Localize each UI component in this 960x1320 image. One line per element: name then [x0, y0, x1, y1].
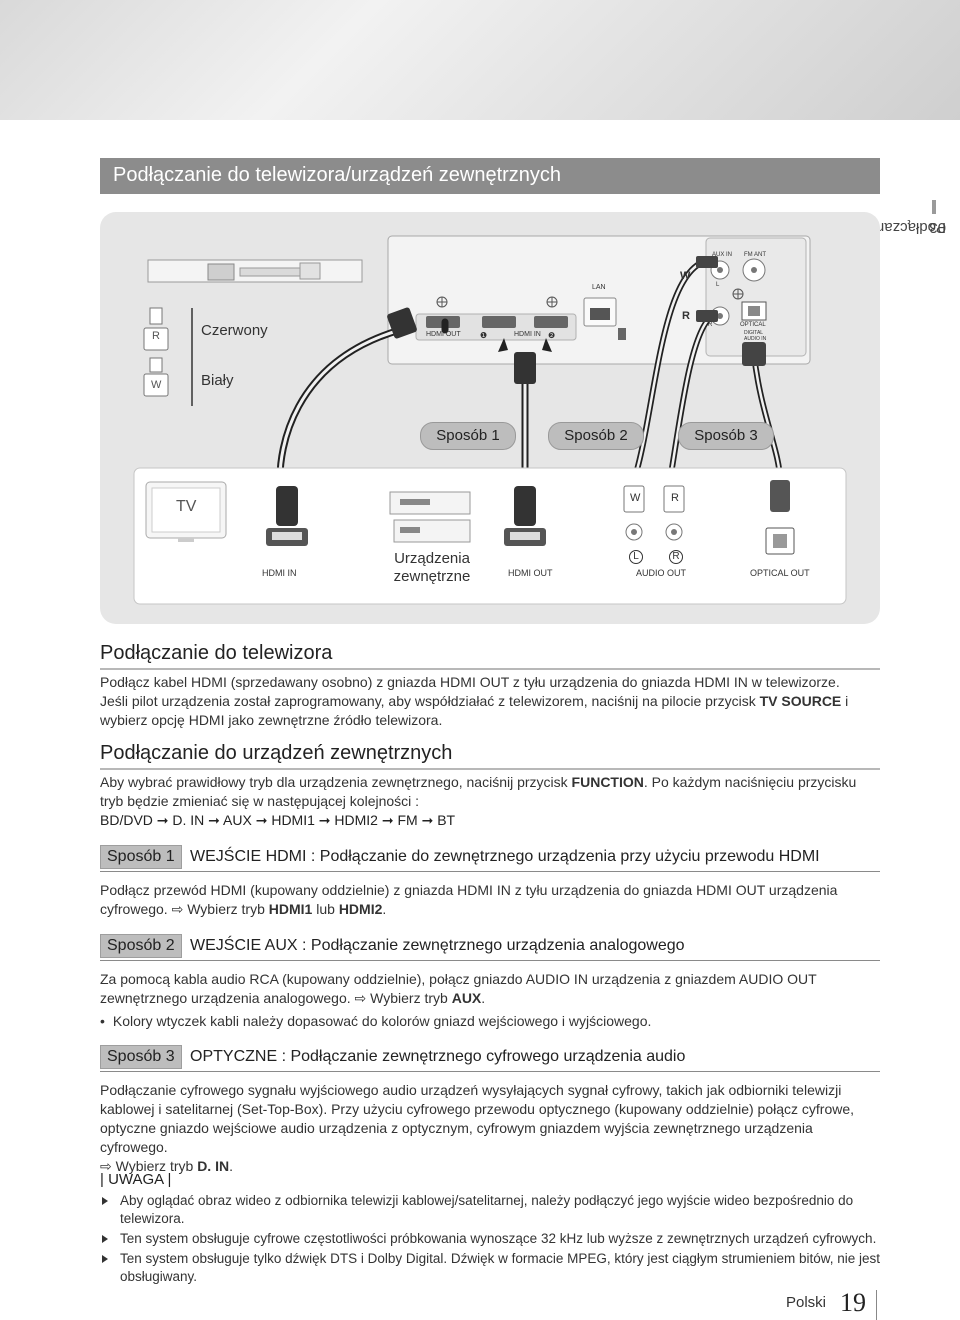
- external-device-icon: [389, 491, 471, 543]
- method-tab-1: Sposób 1: [420, 422, 516, 450]
- section-rule-tv: [100, 668, 880, 670]
- mode-sequence: BD/DVD ➞ D. IN ➞ AUX ➞ HDMI1 ➞ HDMI2 ➞ F…: [100, 812, 456, 828]
- rca-w-label: W: [630, 492, 641, 504]
- method-2-bullet: •Kolory wtyczek kabli należy dopasować d…: [100, 1013, 652, 1029]
- method-1-title: WEJŚCIE HDMI : Podłączanie do zewnętrzne…: [190, 848, 820, 865]
- red-plug-label: R: [152, 330, 160, 342]
- note-bullet-icon: [102, 1235, 108, 1243]
- optical-label: OPTICAL: [740, 322, 766, 328]
- note-item: Aby oglądać obraz wideo z odbiornika tel…: [100, 1192, 880, 1228]
- header-band: [0, 0, 960, 120]
- tv-icon: [145, 481, 227, 542]
- rca-r-label: R: [671, 492, 679, 504]
- aux-l-label: L: [716, 282, 720, 288]
- red-cable-label: Czerwony: [201, 322, 268, 339]
- method-1-text: Podłącz przewód HDMI (kupowany oddzielni…: [100, 882, 838, 917]
- section-heading-external: Podłączanie do urządzeń zewnętrznych: [100, 742, 453, 764]
- hdmi-out-label: HDMI OUT: [426, 331, 461, 338]
- hdmi-in-2-port: [534, 316, 568, 328]
- arrow-icon: ⇨: [100, 1158, 112, 1174]
- note-list: Aby oglądać obraz wideo z odbiornika tel…: [100, 1192, 880, 1286]
- tv-hdmi-plug-icon: [266, 486, 308, 546]
- note-bullet-icon: [102, 1255, 108, 1263]
- bullet-icon: •: [100, 1013, 105, 1029]
- method-1-badge: Sposób 1: [100, 845, 182, 869]
- note-item: Ten system obsługuje cyfrowe częstotliwo…: [100, 1230, 880, 1248]
- method-3-rule: [100, 1071, 880, 1072]
- method-3-text: Podłączanie cyfrowego sygnału wyjścioweg…: [100, 1082, 855, 1174]
- external-device-label: Urządzenia zewnętrzne: [393, 550, 471, 585]
- tv-paragraph-1: Podłącz kabel HDMI (sprzedawany osobno) …: [100, 674, 840, 690]
- sources-panel: [133, 467, 847, 605]
- page-title-bar: Podłączanie do telewizora/urządzeń zewnę…: [100, 158, 880, 194]
- jack-r-label: R: [669, 550, 683, 564]
- section-rule-external: [100, 768, 880, 770]
- arrow-icon: ⇨: [354, 990, 367, 1006]
- note-item: Ten system obsługuje tylko dźwięk DTS i …: [100, 1250, 880, 1286]
- method-tab-2: Sposób 2: [548, 422, 644, 450]
- page-title: Podłączanie do telewizora/urządzeń zewnę…: [113, 164, 562, 186]
- rca-plugs-icon: [623, 485, 685, 541]
- page-number: 19: [840, 1288, 866, 1317]
- optical-plug-icon: [765, 480, 795, 555]
- hdmi-in-1-label: ❶: [480, 331, 488, 340]
- method-2-title: WEJŚCIE AUX : Podłączanie zewnętrznego u…: [190, 937, 685, 954]
- white-cable-label: Biały: [201, 372, 234, 389]
- method-tab-3: Sposób 3: [678, 422, 774, 450]
- aux-w-label: W: [680, 270, 691, 282]
- fm-ant-label: FM ANT: [744, 252, 766, 258]
- section-heading-tv: Podłączanie do telewizora: [100, 642, 333, 664]
- white-plug-label: W: [151, 379, 162, 391]
- hdmi-in-2-label: ❷: [548, 331, 556, 340]
- digital-audio-in-label: DIGITAL AUDIO IN: [744, 330, 767, 342]
- tv-paragraph-2: Jeśli pilot urządzenia został zaprogramo…: [100, 693, 849, 728]
- tv-hdmi-in-label: HDMI IN: [262, 568, 297, 578]
- footer-divider: [876, 1290, 877, 1320]
- aux-r-plug-label: R: [682, 310, 690, 322]
- external-hdmi-plug-icon: [504, 486, 546, 546]
- note-bullet-icon: [102, 1197, 108, 1205]
- audio-out-label: AUDIO OUT: [636, 568, 687, 578]
- external-paragraph: Aby wybrać prawidłowy tryb dla urządzeni…: [100, 774, 857, 809]
- red-plug-icon: [143, 307, 169, 351]
- aux-in-label: AUX IN: [712, 252, 733, 258]
- external-hdmi-out-label: HDMI OUT: [508, 568, 553, 578]
- note-heading: | UWAGA |: [100, 1171, 172, 1188]
- aux-r-label: R: [708, 322, 713, 328]
- method-3-title: OPTYCZNE : Podłączanie zewnętrznego cyfr…: [190, 1048, 686, 1065]
- footer-language: Polski: [786, 1294, 827, 1311]
- white-plug-icon: [143, 357, 169, 397]
- method-2-rule: [100, 960, 880, 961]
- connection-diagram: R W Czerwony Biały HDMI OUT ❶ HDMI IN ❷ …: [100, 212, 880, 624]
- diagram-graphics: [133, 235, 847, 605]
- chapter-tab-marker: [932, 200, 936, 214]
- hdmi-in-label: HDMI IN: [514, 331, 541, 338]
- method-3-badge: Sposób 3: [100, 1045, 182, 1069]
- method-1-rule: [100, 871, 880, 872]
- jack-l-label: L: [629, 550, 643, 564]
- chapter-tab: 03 Podłączanie: [864, 212, 952, 372]
- lan-label: LAN: [592, 284, 606, 291]
- optical-out-label: OPTICAL OUT: [750, 568, 810, 578]
- hdmi-in-1-port: [482, 316, 516, 328]
- method-2-badge: Sposób 2: [100, 934, 182, 958]
- tv-label: TV: [176, 498, 197, 515]
- method-2-text: Za pomocą kabla audio RCA (kupowany oddz…: [100, 971, 817, 1006]
- arrow-icon: ⇨: [171, 901, 184, 917]
